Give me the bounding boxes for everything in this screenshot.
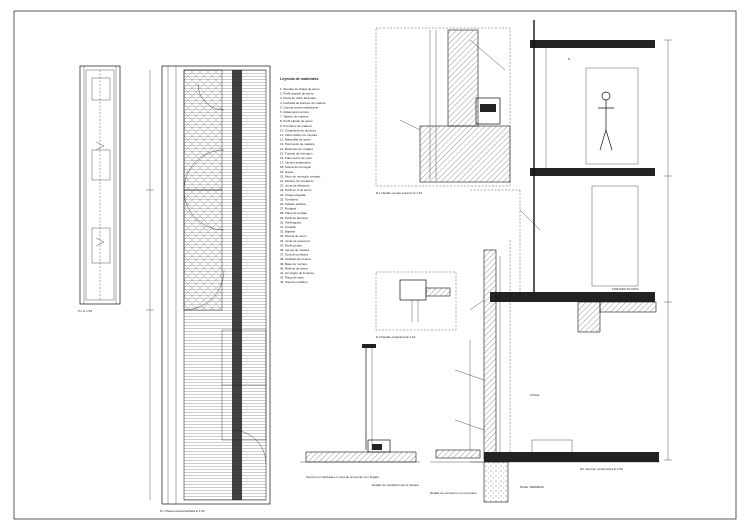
facade-plan	[146, 65, 271, 505]
facade-elevation	[79, 65, 121, 305]
north-arrow-label: N	[568, 57, 570, 61]
legend-item: 24. Chapa plegada	[280, 193, 306, 197]
legend-item: 33. Pletina de acero	[280, 234, 307, 238]
legend-item: 27. Rodapié	[280, 207, 297, 211]
elevation-caption: Pn. E 1:50	[78, 309, 92, 313]
legend-item: 32. Bajante	[280, 230, 296, 234]
legend-item: 35. Perfil tubular	[280, 243, 302, 247]
legend-item: 5. Lámina impermeabilizante	[280, 105, 319, 109]
section-caption: D3. Sección constructiva E 1:50	[580, 467, 623, 471]
legend-item: 38. Acabado de pintura	[280, 257, 311, 261]
roof-detail	[375, 27, 511, 187]
human-figure	[598, 91, 614, 151]
legend-item: 3. Pieza de vidrio laminado	[280, 96, 316, 100]
bottom-details	[300, 340, 485, 463]
legend-item: 17. Lámina separadora	[280, 161, 311, 165]
legend-item: 25. Tornillería	[280, 197, 298, 201]
legend-item: 2. Perfil angular de acero	[280, 92, 314, 96]
section-floor-label-lower: NIVEL TERRENO	[520, 485, 545, 489]
legend-item: 41. Hormigón de limpieza	[280, 271, 314, 275]
legend-item: 23. Perfil en U de acero	[280, 188, 312, 192]
legend-item: 28. Placa de anclaje	[280, 211, 307, 215]
legend-item: 8. Perfil tubular de acero	[280, 119, 313, 123]
plan-caption: Pn. Planta parcial fachada E 1:50	[160, 509, 205, 513]
legend-item: 13. Pavimento de madera	[280, 142, 315, 146]
legend-item: 16. Falso techo de yeso	[280, 156, 312, 160]
detail-top-caption: D.1 Detalle remate superior E 1:10	[376, 191, 423, 195]
legend-item: 18. Solera de hormigón	[280, 165, 312, 169]
legend-item: 22. Junta de dilatación	[280, 184, 310, 188]
legend-item: 34. Junta de neopreno	[280, 239, 310, 243]
legend-item: 10. Carpintería de aluminio	[280, 128, 316, 132]
legend-item: 9. Premarco de madera	[280, 124, 312, 128]
detail-small-caption: D.2 Detalle carpintería E 1:10	[376, 335, 416, 339]
legend-item: 6. Aislamiento térmico	[280, 110, 310, 114]
legend-item: 26. Sellado elástico	[280, 202, 306, 206]
legend-item: 11. Vidrio doble con cámara	[280, 133, 317, 137]
legend-item: 37. Guía de persiana	[280, 253, 308, 257]
legend-item: 19. Grava	[280, 170, 294, 174]
legend-item: 30. Vierteaguas	[280, 220, 301, 224]
legend-item: 43. Soporte metálico	[280, 280, 308, 284]
section-floor-label-upper: FORJADO PLANTA	[612, 287, 639, 291]
legend-item: 14. Rastreles de madera	[280, 147, 313, 151]
section-room-label: LOCAL	[530, 393, 540, 397]
legend-item: 40. Relleno de arena	[280, 266, 308, 270]
legend-item: 7. Tablero de madera	[280, 115, 309, 119]
legend-item: 29. Perfil de aluminio	[280, 216, 308, 220]
legend-item: 20. Muro de hormigón armado	[280, 174, 321, 178]
sheet-border	[13, 10, 737, 520]
building-section	[470, 20, 672, 503]
legend-item: 39. Base de mortero	[280, 262, 308, 266]
legend-item: 36. Lamas de madera	[280, 248, 310, 252]
legend-item: 12. Barandilla de acero	[280, 138, 311, 142]
detail-bottom-right-caption: Detalle de encuentro con el terreno	[430, 491, 477, 495]
leader-lines	[399, 119, 541, 431]
legend-item: 31. Canalón	[280, 225, 297, 229]
legend-item: 1. Remate de chapa de acero	[280, 87, 320, 91]
legend-item: 4. Fachada de listones de madera	[280, 101, 326, 105]
legend-item: 42. Placa de yeso	[280, 276, 304, 280]
detail-bottom-mid-caption: Detalle de ventilación de la cámara	[372, 483, 419, 487]
legend-item: 21. Mortero de nivelación	[280, 179, 314, 183]
legend-item: 15. Forjado de hormigón	[280, 151, 313, 155]
window-detail	[375, 271, 457, 331]
legend-title: Leyenda de materiales	[280, 77, 319, 81]
detail-bottom-left-caption: Sección por fachada en zona de encuentro…	[306, 475, 379, 479]
